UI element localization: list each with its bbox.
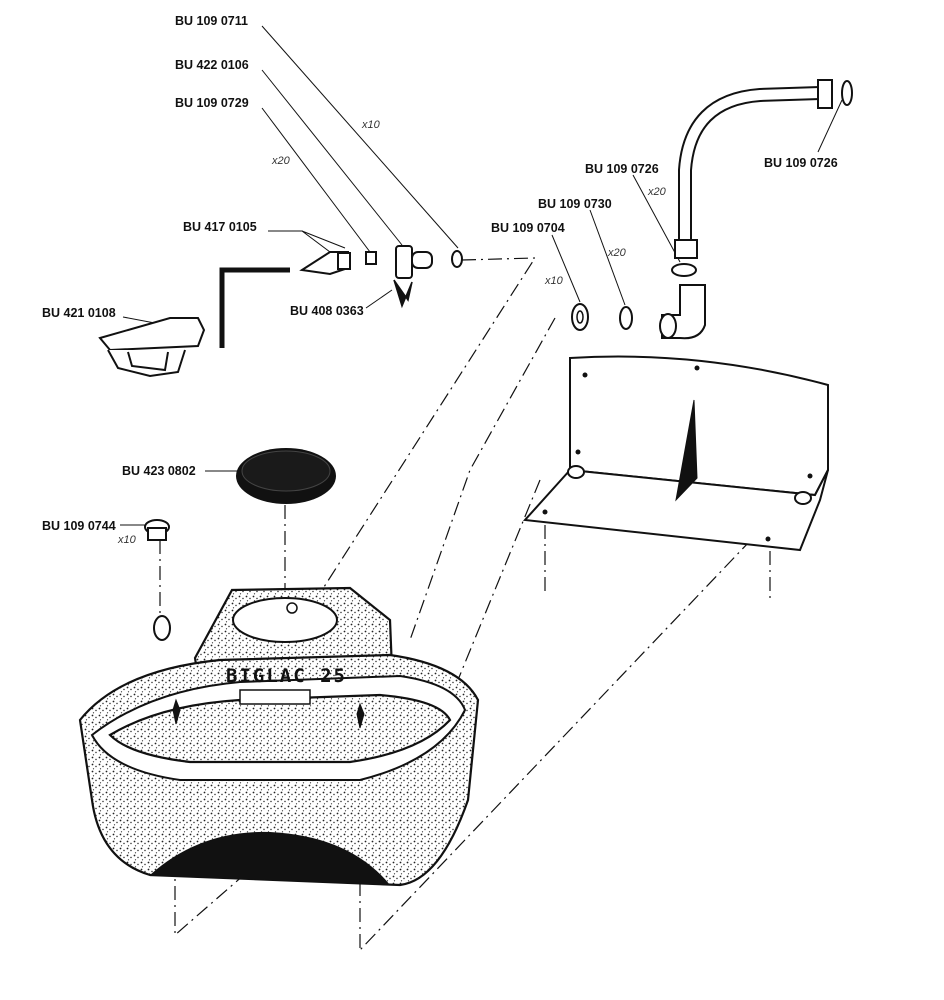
valve-body-part bbox=[393, 245, 433, 309]
drinking-bowl-part: BIGLAC 25 bbox=[78, 586, 480, 887]
part-label-bu-109-0744: BU 109 0744 bbox=[42, 519, 116, 533]
qty-label-bu-109-0729: x20 bbox=[271, 155, 291, 167]
elbow-fitting-part bbox=[659, 284, 706, 340]
part-label-bu-109-0704: BU 109 0704 bbox=[491, 221, 565, 235]
qty-label-bu-109-0704: x10 bbox=[544, 275, 564, 287]
o-ring-part bbox=[451, 250, 463, 268]
part-label-bu-109-0711: BU 109 0711 bbox=[175, 14, 248, 28]
qty-label-bu-109-0726: x20 bbox=[647, 186, 667, 198]
part-label-bu-417-0105: BU 417 0105 bbox=[183, 220, 257, 234]
part-label-bu-109-0726-b: BU 109 0726 bbox=[764, 156, 838, 170]
part-label-bu-421-0108: BU 421 0108 bbox=[42, 306, 116, 320]
part-labels: BU 109 0711 x10 BU 422 0106 BU 109 0729 … bbox=[42, 14, 838, 546]
valve-lever-part bbox=[299, 251, 351, 276]
part-label-bu-109-0726-a: BU 109 0726 bbox=[585, 162, 659, 176]
washer-part bbox=[619, 306, 633, 330]
wall-bracket-part bbox=[522, 355, 829, 552]
part-label-bu-109-0729: BU 109 0729 bbox=[175, 96, 249, 110]
small-nut-part bbox=[365, 251, 377, 265]
plug-part bbox=[144, 519, 171, 641]
bowl-brand-text: BIGLAC 25 bbox=[226, 665, 347, 687]
float-cover-part bbox=[98, 317, 206, 378]
part-label-bu-423-0802: BU 423 0802 bbox=[122, 464, 196, 478]
l-rod-part bbox=[219, 267, 290, 348]
round-lid-part bbox=[236, 448, 336, 504]
qty-label-bu-109-0744: x10 bbox=[117, 534, 137, 546]
hose-part bbox=[671, 79, 853, 277]
part-label-bu-408-0363: BU 408 0363 bbox=[290, 304, 364, 318]
part-label-bu-422-0106: BU 422 0106 bbox=[175, 58, 249, 72]
qty-label-bu-109-0730: x20 bbox=[607, 247, 627, 259]
qty-label-bu-109-0711: x10 bbox=[361, 119, 381, 131]
nut-part bbox=[571, 303, 589, 331]
part-label-bu-109-0730: BU 109 0730 bbox=[538, 197, 612, 211]
